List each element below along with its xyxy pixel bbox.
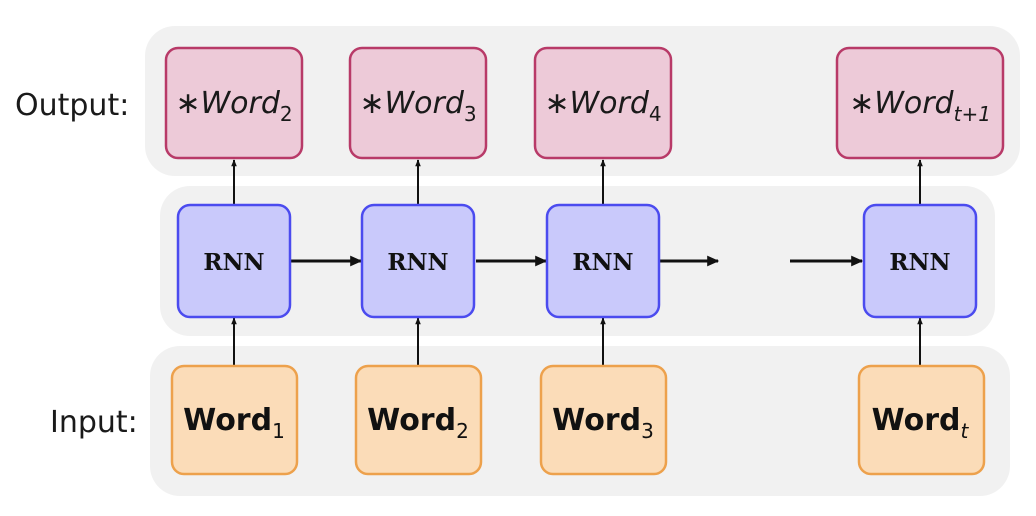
output-word: Word xyxy=(874,86,954,121)
input-box-1: Word1 xyxy=(170,364,299,476)
output-row-label: Output: xyxy=(15,88,129,123)
input-subscript: t xyxy=(961,419,970,443)
output-prefix: ∗ xyxy=(544,86,569,121)
input-word: Word xyxy=(552,403,641,438)
rnn-cell-label: RNN xyxy=(203,249,264,276)
input-box-3: Word3 xyxy=(539,364,668,476)
svg-text:∗Word2: ∗Word2 xyxy=(175,86,292,126)
svg-text:∗Wordt+1: ∗Wordt+1 xyxy=(849,86,991,126)
output-prefix: ∗ xyxy=(175,86,200,121)
input-word: Word xyxy=(367,403,456,438)
rnn-cell-2: RNN xyxy=(360,203,476,319)
rnn-cell-1: RNN xyxy=(176,203,292,319)
svg-text:∗Word4: ∗Word4 xyxy=(544,86,661,126)
output-subscript: 2 xyxy=(280,102,293,126)
input-row-label: Input: xyxy=(50,405,138,440)
input-subscript: 2 xyxy=(456,419,469,443)
output-word: Word xyxy=(201,86,281,121)
svg-text:Word1: Word1 xyxy=(183,403,285,443)
input-box-t: Wordt xyxy=(857,364,986,476)
svg-text:Word2: Word2 xyxy=(367,403,469,443)
output-box-3: ∗Word4 xyxy=(533,46,673,160)
output-box-1: ∗Word2 xyxy=(164,46,304,160)
output-subscript: 3 xyxy=(464,102,477,126)
input-word: Word xyxy=(183,403,272,438)
rnn-cell-t: RNN xyxy=(862,203,978,319)
rnn-cell-label: RNN xyxy=(572,249,633,276)
output-box-t: ∗Wordt+1 xyxy=(835,46,1005,160)
input-word: Word xyxy=(872,403,961,438)
output-box-2: ∗Word3 xyxy=(348,46,488,160)
input-subscript: 3 xyxy=(641,419,654,443)
output-prefix: ∗ xyxy=(359,86,384,121)
svg-text:Wordt: Wordt xyxy=(872,403,970,443)
svg-text:Word3: Word3 xyxy=(552,403,654,443)
svg-text:∗Word3: ∗Word3 xyxy=(359,86,476,126)
output-word: Word xyxy=(570,86,650,121)
output-prefix: ∗ xyxy=(849,86,874,121)
rnn-cell-label: RNN xyxy=(387,249,448,276)
rnn-cell-3: RNN xyxy=(545,203,661,319)
input-subscript: 1 xyxy=(272,419,285,443)
output-subscript: t+1 xyxy=(954,102,991,126)
rnn-cell-label: RNN xyxy=(889,249,950,276)
input-box-2: Word2 xyxy=(354,364,483,476)
output-word: Word xyxy=(385,86,465,121)
output-subscript: 4 xyxy=(649,102,662,126)
